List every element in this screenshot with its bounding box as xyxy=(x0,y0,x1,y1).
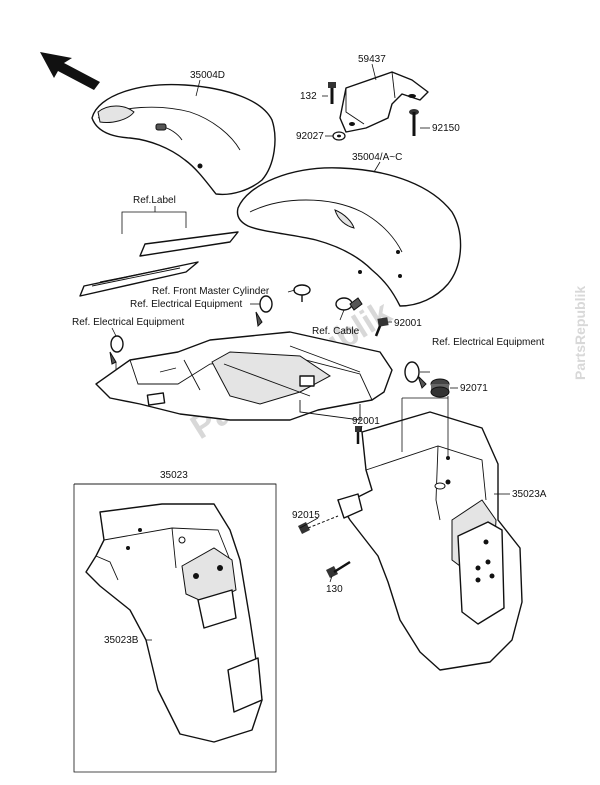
label-ref-electrical-equipment-1: Ref. Electrical Equipment xyxy=(130,299,242,310)
rear-fender-35023a xyxy=(337,396,523,671)
inner-fender-tray xyxy=(95,331,393,421)
bolt-92150 xyxy=(409,109,419,136)
label-ref-cable: Ref. Cable xyxy=(312,326,360,337)
bolt-130 xyxy=(326,560,351,578)
clamp-electrical-equipment-right xyxy=(404,361,427,389)
label-132: 132 xyxy=(300,91,317,102)
clamp-electrical-equipment-upper xyxy=(255,295,273,328)
leader-lines xyxy=(111,63,510,641)
label-130: 130 xyxy=(326,584,343,595)
label-ref-electrical-equipment-3: Ref. Electrical Equipment xyxy=(432,337,544,348)
label-92015: 92015 xyxy=(292,510,320,521)
rear-fender-35023b xyxy=(85,503,263,743)
rear-fender-group-35023 xyxy=(73,483,277,773)
label-ref-front-master-cylinder: Ref. Front Master Cylinder xyxy=(152,286,270,297)
bolt-92001-upper xyxy=(374,317,389,337)
front-fender-35004ac xyxy=(236,167,462,307)
clamp-front-master-cylinder xyxy=(293,284,311,302)
part-labels: 35004D 59437 132 92027 92150 35004/A~C R… xyxy=(72,54,547,646)
label-35023: 35023 xyxy=(160,470,188,481)
label-92001-upper: 92001 xyxy=(394,318,422,329)
label-92071: 92071 xyxy=(460,383,488,394)
grommet-92071 xyxy=(430,378,450,398)
label-ref-label: Ref.Label xyxy=(133,195,176,206)
label-92150: 92150 xyxy=(432,123,460,134)
watermark-side-text: PartsRepublik xyxy=(572,286,588,380)
bracket-59437 xyxy=(339,71,429,133)
label-59437: 59437 xyxy=(358,54,386,65)
front-fender-35004d xyxy=(91,83,276,196)
bolt-132 xyxy=(328,82,336,104)
label-35023a: 35023A xyxy=(512,489,547,500)
clamp-cable xyxy=(335,297,363,311)
bolt-92015 xyxy=(298,515,339,534)
bolt-92001-lower xyxy=(355,426,362,444)
label-35023b: 35023B xyxy=(104,635,139,646)
ref-label-sheets xyxy=(79,206,239,297)
label-ref-electrical-equipment-2: Ref. Electrical Equipment xyxy=(72,317,184,328)
label-92001-lower: 92001 xyxy=(352,416,380,427)
nut-92027 xyxy=(332,131,346,141)
label-92027: 92027 xyxy=(296,131,324,142)
direction-arrow-icon xyxy=(40,52,100,90)
label-35004d: 35004D xyxy=(190,70,225,81)
label-35004ac: 35004/A~C xyxy=(352,152,402,163)
